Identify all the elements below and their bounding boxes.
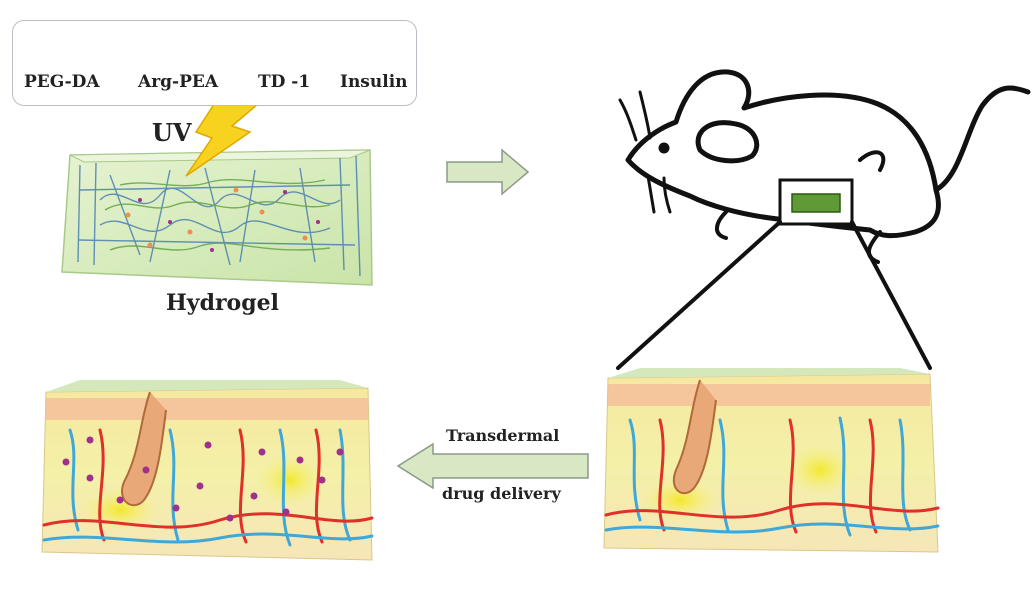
legend-label-td1: TD -1	[258, 72, 311, 92]
zoom-lines	[616, 220, 932, 370]
skin-block-before	[603, 368, 940, 553]
legend-label-arg-pea: Arg-PEA	[138, 72, 219, 92]
hydrogel-label: Hydrogel	[166, 290, 279, 316]
implant-patch	[778, 178, 854, 226]
uv-lightning-icon	[185, 91, 260, 177]
legend-label-insulin: Insulin	[340, 72, 408, 92]
hydrogel-block	[61, 149, 373, 286]
process-arrow-right	[446, 148, 530, 196]
delivery-label-line1: Transdermal	[446, 426, 560, 445]
delivery-label-line2: drug delivery	[442, 484, 561, 503]
uv-label: UV	[152, 118, 192, 147]
legend-label-peg-da: PEG-DA	[24, 72, 100, 92]
insulin-particles	[62, 436, 344, 522]
mouse-illustration	[618, 69, 1031, 264]
legend-box	[12, 20, 417, 106]
skin-block-after	[41, 380, 374, 561]
process-arrow-left	[396, 442, 589, 490]
